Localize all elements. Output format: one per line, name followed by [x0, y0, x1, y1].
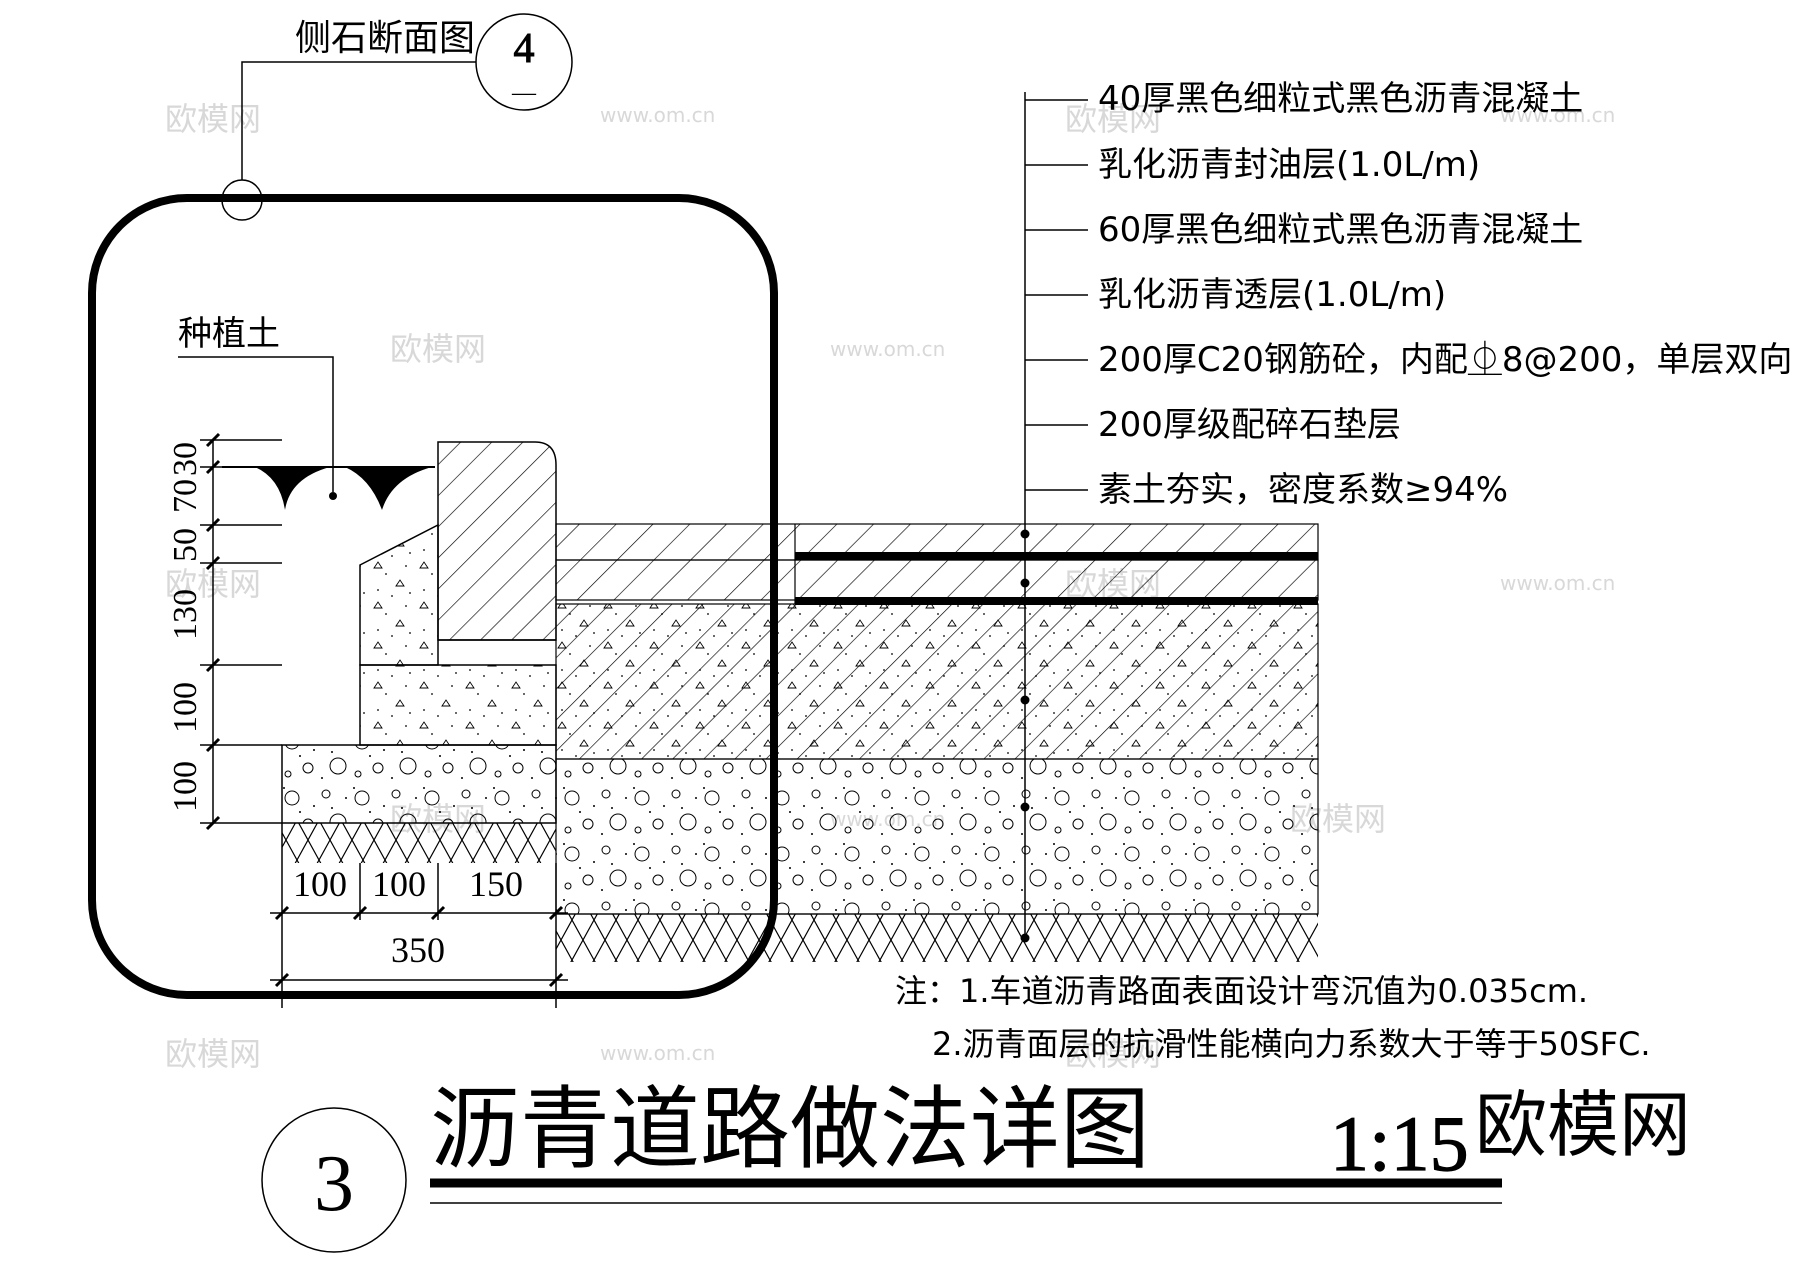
watermark-text: 欧模网	[165, 100, 261, 138]
layer-label-2: 乳化沥青封油层(1.0L/m)	[1098, 145, 1480, 185]
watermark-url: www.om.cn	[1500, 103, 1615, 127]
layer-label-6: 200厚级配碎石垫层	[1098, 405, 1401, 445]
layer-label-1: 40厚黑色细粒式黑色沥青混凝土	[1098, 79, 1583, 119]
dim-100-h2: 100	[372, 864, 426, 904]
dim-30: 30	[167, 442, 204, 476]
planting-soil-label: 种植土	[178, 314, 280, 354]
horizontal-dimension-labels: 100 100 150 350	[293, 864, 523, 970]
layer-label-4: 乳化沥青透层(1.0L/m)	[1098, 275, 1446, 315]
curb-base	[359, 664, 557, 746]
brand-logo: 欧模网	[1475, 1083, 1691, 1167]
pavement-section	[555, 523, 1319, 962]
curb-gravel-base	[281, 744, 557, 824]
section-ref-sheet: —	[511, 80, 537, 106]
layer-label-5: 200厚C20钢筋砼，内配⏂8@200，单层双向	[1098, 340, 1792, 380]
section-ref-number: 4	[514, 26, 535, 72]
dim-50: 50	[167, 528, 204, 562]
drawing-number: 3	[314, 1140, 354, 1228]
watermark-text: 欧模网	[390, 330, 486, 368]
horizontal-dimensions	[270, 823, 568, 1008]
layer-labels: 40厚黑色细粒式黑色沥青混凝土 乳化沥青封油层(1.0L/m) 60厚黑色细粒式…	[1098, 79, 1792, 510]
vertical-dimension-labels: 30 70 50 130 100 100	[167, 442, 204, 812]
section-ref-circle	[475, 13, 573, 111]
soil-marker	[255, 467, 330, 510]
layer-callout	[1020, 92, 1088, 943]
note-1: 注：1.车道沥青路面表面设计弯沉值为0.035cm.	[895, 972, 1588, 1010]
curb-backing	[359, 523, 439, 666]
note-2: 2.沥青面层的抗滑性能横向力系数大于等于50SFC.	[932, 1025, 1651, 1063]
watermark-url: www.om.cn	[1500, 571, 1615, 595]
dim-130: 130	[167, 589, 204, 640]
watermark-text: 欧模网	[165, 1035, 261, 1073]
watermark-text: 欧模网	[1065, 100, 1161, 138]
layer-label-7: 素土夯实，密度系数≥94%	[1098, 470, 1508, 510]
soil-marker	[345, 467, 432, 510]
vertical-dimensions	[200, 432, 282, 831]
watermark-url: www.om.cn	[600, 1041, 715, 1065]
dim-100-h1: 100	[293, 864, 347, 904]
section-reference: 侧石断面图 4 —	[221, 13, 573, 221]
layer-label-3: 60厚黑色细粒式黑色沥青混凝土	[1098, 210, 1583, 250]
drawing-title: 沥青道路做法详图	[430, 1077, 1150, 1182]
drawing-scale: 1:15	[1330, 1100, 1469, 1187]
dim-350-total: 350	[391, 930, 445, 970]
planting-soil-callout: 种植土	[178, 314, 334, 492]
dim-150-h: 150	[469, 864, 523, 904]
watermark-url: www.om.cn	[600, 103, 715, 127]
design-notes: 注：1.车道沥青路面表面设计弯沉值为0.035cm. 2.沥青面层的抗滑性能横向…	[895, 972, 1651, 1063]
watermark-url: www.om.cn	[830, 337, 945, 361]
section-label: 侧石断面图	[295, 18, 475, 59]
drawing-number-circle	[261, 1107, 407, 1253]
curb-section	[222, 441, 557, 863]
dim-100: 100	[167, 682, 204, 733]
title-block: 3 沥青道路做法详图 1:15	[261, 1077, 1502, 1253]
dim-70: 70	[167, 479, 204, 513]
curb-stone	[437, 441, 557, 641]
watermark-text: 欧模网	[1065, 1035, 1161, 1073]
dim-100b: 100	[167, 761, 204, 812]
